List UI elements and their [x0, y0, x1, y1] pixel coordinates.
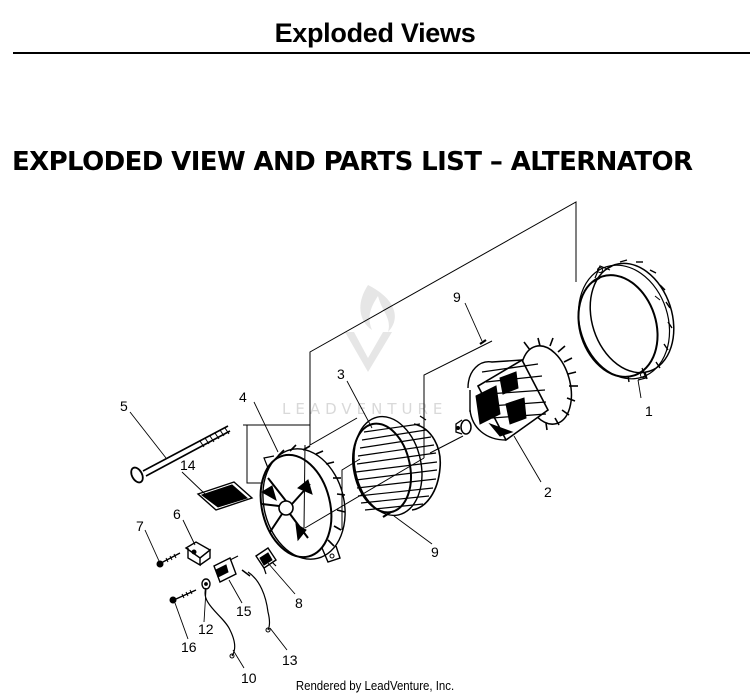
- callout-14: 14: [180, 457, 196, 473]
- part-rotor: [455, 337, 578, 442]
- part-terminal-block: [213, 555, 239, 583]
- part-screw: [156, 552, 181, 568]
- part-lead-wire-13: [241, 569, 271, 633]
- leadventure-watermark: LEADVENTURE: [282, 285, 447, 418]
- callout-9-upper: 9: [453, 289, 461, 305]
- callout-8: 8: [295, 595, 303, 611]
- part-washer: [201, 578, 211, 590]
- part-cover-plate: [196, 481, 254, 511]
- part-stator: [352, 415, 441, 517]
- watermark-text: LEADVENTURE: [282, 400, 447, 418]
- callout-2: 2: [544, 484, 552, 500]
- callout-6: 6: [173, 506, 181, 522]
- page-header: Exploded Views: [0, 0, 750, 56]
- footer-credit: Rendered by LeadVenture, Inc.: [295, 678, 455, 693]
- watermark-v-icon: [345, 332, 392, 372]
- part-bracket: [184, 541, 212, 567]
- watermark-flame-icon: [360, 285, 395, 332]
- callout-9-lower: 9: [431, 544, 439, 560]
- part-front-housing: [259, 444, 346, 563]
- part-clip-lower: [382, 511, 392, 518]
- callout-12: 12: [198, 621, 214, 637]
- callout-13: 13: [282, 652, 298, 668]
- callout-10: 10: [241, 670, 257, 686]
- callout-5: 5: [120, 398, 128, 414]
- part-rear-cover: [577, 259, 675, 383]
- header-rule: [13, 52, 750, 54]
- callout-4: 4: [239, 389, 247, 405]
- callout-16: 16: [181, 639, 197, 655]
- part-brush-holder: [255, 547, 277, 575]
- page-title: Exploded Views: [274, 18, 476, 48]
- callout-15: 15: [236, 603, 252, 619]
- callout-7: 7: [136, 518, 144, 534]
- leader-lines: [129, 302, 642, 669]
- part-lead-wire-10: [204, 587, 236, 659]
- callout-1: 1: [645, 403, 653, 419]
- callouts: 1 2 3 4 5 6 7 8 9 9 10 12 13 14 15 16: [120, 289, 653, 686]
- part-through-bolt: [130, 425, 231, 484]
- section-title: EXPLODED VIEW AND PARTS LIST – ALTERNATO…: [12, 147, 693, 177]
- part-clip-upper: [479, 339, 487, 345]
- part-small-screw: [169, 589, 197, 604]
- callout-3: 3: [337, 366, 345, 382]
